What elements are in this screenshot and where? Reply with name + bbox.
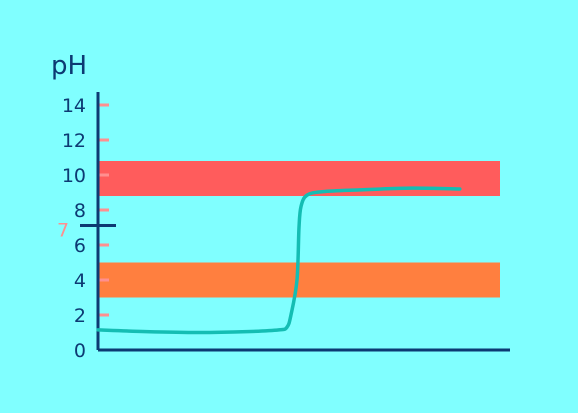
ph-7-marker: 7 xyxy=(57,220,116,242)
y-tick-label-14: 14 xyxy=(62,95,86,117)
y-tick-label-10: 10 xyxy=(62,165,86,187)
y-tick-label-0: 0 xyxy=(74,340,86,362)
series-group xyxy=(96,186,462,335)
highlight-tick-label: 7 xyxy=(57,220,69,242)
ph-band-0 xyxy=(98,161,500,196)
y-ticks: 0 2 4 6 8 10 12 14 xyxy=(62,95,109,362)
y-tick-label-8: 8 xyxy=(74,200,86,222)
y-tick-label-12: 12 xyxy=(62,130,86,152)
y-tick-label-6: 6 xyxy=(74,235,86,257)
series-line-0 xyxy=(96,186,462,335)
y-tick-label-4: 4 xyxy=(74,270,86,292)
y-axis-title: pH xyxy=(51,51,87,81)
axes xyxy=(96,92,510,352)
y-tick-label-2: 2 xyxy=(74,305,86,327)
